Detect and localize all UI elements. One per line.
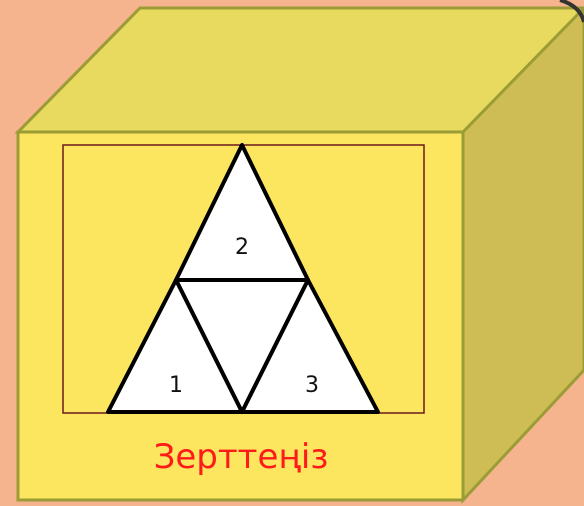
triangle-3-label: 3 — [305, 373, 319, 398]
triangle-1-label: 1 — [169, 373, 183, 398]
caption-text: Зерттеңіз — [154, 437, 329, 477]
triangle-2-label: 2 — [235, 235, 249, 260]
